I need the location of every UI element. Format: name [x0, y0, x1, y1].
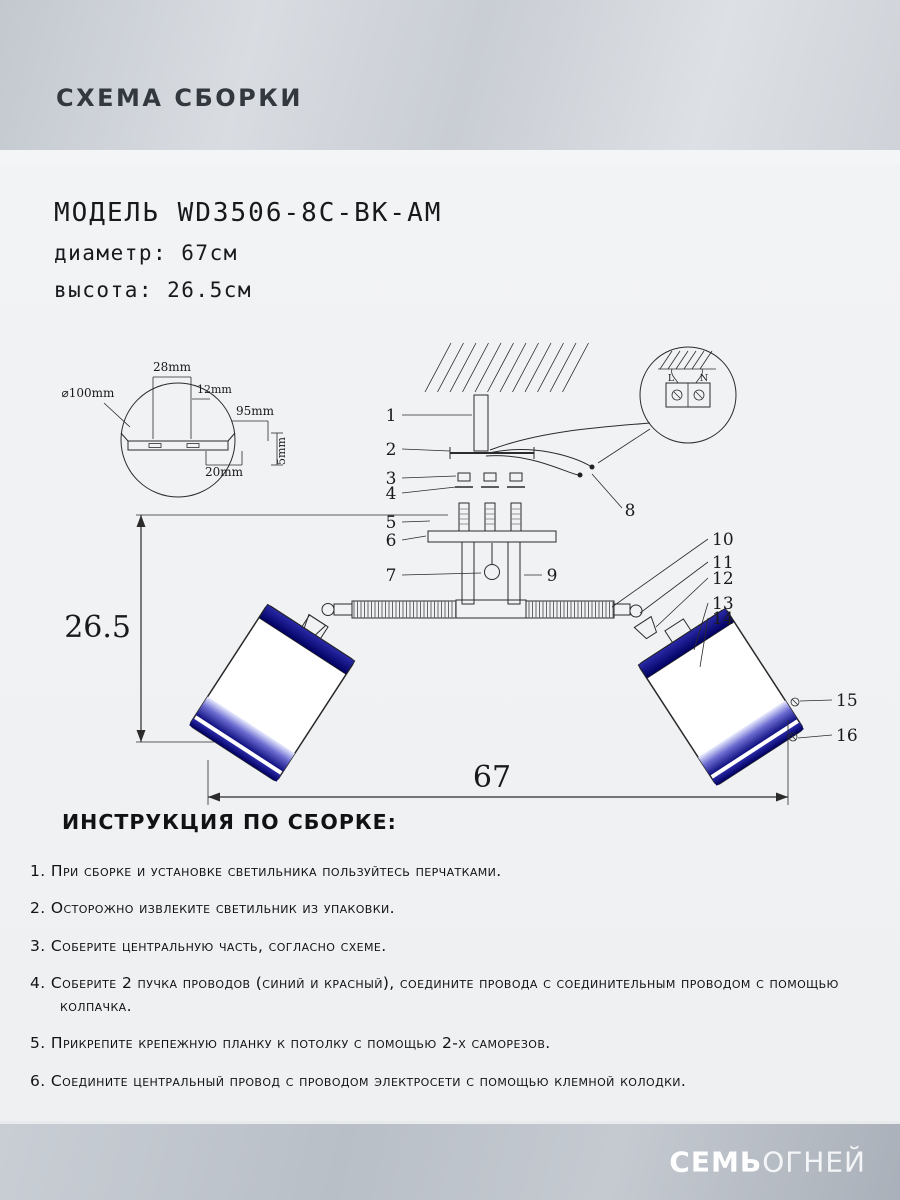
page-title: СХЕМА СБОРКИ — [56, 84, 303, 112]
part-label-12: 12 — [712, 569, 734, 589]
dim-d100: ⌀100mm — [62, 386, 116, 400]
dim-5mm: 5mm — [275, 437, 288, 465]
dimension-height: 26.5 — [64, 514, 448, 743]
right-knurled-arm — [526, 601, 614, 618]
right-tube — [507, 541, 521, 605]
dim-95mm: 95mm — [236, 404, 275, 418]
left-joint — [321, 603, 335, 616]
assembly-diagram: L N ⌀100mm 28mm 12mm 95mm — [62, 342, 858, 805]
finial-ball — [484, 564, 500, 580]
part-label-5: 5 — [386, 513, 397, 533]
brand-bold: СЕМЬ — [669, 1145, 763, 1179]
part-label-14: 14 — [712, 609, 734, 629]
model-height: высота: 26.5см — [54, 278, 253, 302]
instruction-item-6: 6. Соедините центральный провод с провод… — [30, 1071, 687, 1090]
threaded-pipe — [473, 394, 489, 452]
part-label-15: 15 — [836, 691, 858, 711]
part-label-3: 3 — [386, 469, 397, 489]
left-shade — [189, 603, 356, 782]
dim-20mm: 20mm — [205, 465, 244, 479]
model-block: МОДЕЛЬ WD3506-8C-BK-AM диаметр: 67см выс… — [54, 198, 442, 302]
dim-28mm: 28mm — [153, 360, 192, 374]
model-title: МОДЕЛЬ WD3506-8C-BK-AM — [54, 198, 443, 228]
mounting-bracket — [127, 440, 229, 451]
part-label-10: 10 — [712, 530, 734, 550]
part-label-16: 16 — [836, 726, 858, 746]
detail-circle-left — [120, 382, 236, 498]
lamp-arms — [302, 600, 658, 640]
content-area — [0, 164, 900, 1124]
width-value: 67 — [473, 760, 511, 795]
detail-circle-right — [639, 346, 737, 444]
dimension-width: 67 — [207, 720, 789, 805]
part-label-2: 2 — [386, 440, 397, 460]
central-hub — [455, 599, 527, 619]
terminal-label-l: L — [668, 373, 675, 384]
part-label-7: 7 — [386, 566, 397, 586]
header-bar: СХЕМА СБОРКИ — [0, 0, 900, 164]
part-label-11: 11 — [712, 553, 734, 573]
part-label-6: 6 — [386, 531, 397, 551]
instruction-item-2: 2. Осторожно извлеките светильник из упа… — [30, 899, 395, 918]
part-label-9: 9 — [547, 566, 558, 586]
instruction-item-1: 1. При сборке и установке светильника по… — [30, 862, 502, 880]
mounting-plate — [427, 530, 557, 543]
left-knurled-arm — [352, 601, 456, 618]
part-callouts: 1 2 3 4 5 6 7 8 9 10 11 12 13 1 — [386, 406, 858, 746]
part-label-4: 4 — [386, 484, 397, 504]
part-label-1: 1 — [386, 406, 397, 426]
model-diameter: диаметр: 67см — [54, 241, 238, 265]
wires — [485, 422, 651, 478]
instruction-item-3: 3. Соберите центральную часть, согласно … — [30, 936, 387, 955]
footer-bar: СЕМЬОГНЕЙ — [0, 1121, 900, 1200]
right-lamp-holder — [633, 615, 658, 640]
part-label-13: 13 — [712, 594, 734, 614]
mounting-assembly — [427, 394, 557, 619]
terminal-label-n: N — [700, 373, 708, 384]
height-value: 26.5 — [64, 610, 131, 645]
shade-screws — [788, 697, 800, 742]
instruction-item-4: 4. Соберите 2 пучка проводов (синий и кр… — [30, 974, 839, 1015]
terminal-detail: L N — [597, 346, 737, 464]
instruction-item-5: 5. Прикрепите крепежную планку к потолку… — [30, 1034, 551, 1053]
dim-12mm: 12mm — [197, 383, 232, 396]
right-shade — [637, 607, 804, 786]
ceiling-hatch — [424, 342, 589, 393]
bracket-detail: ⌀100mm 28mm 12mm 95mm 20mm 5mm — [62, 360, 288, 498]
brand-light: ОГНЕЙ — [762, 1145, 866, 1179]
part-label-8: 8 — [625, 501, 636, 521]
instructions-section: ИНСТРУКЦИЯ ПО СБОРКЕ: 1. При сборке и ус… — [30, 810, 872, 1107]
brand-logo: СЕМЬОГНЕЙ — [669, 1146, 866, 1179]
instructions-title: ИНСТРУКЦИЯ ПО СБОРКЕ: — [62, 810, 397, 834]
right-joint — [629, 604, 643, 618]
